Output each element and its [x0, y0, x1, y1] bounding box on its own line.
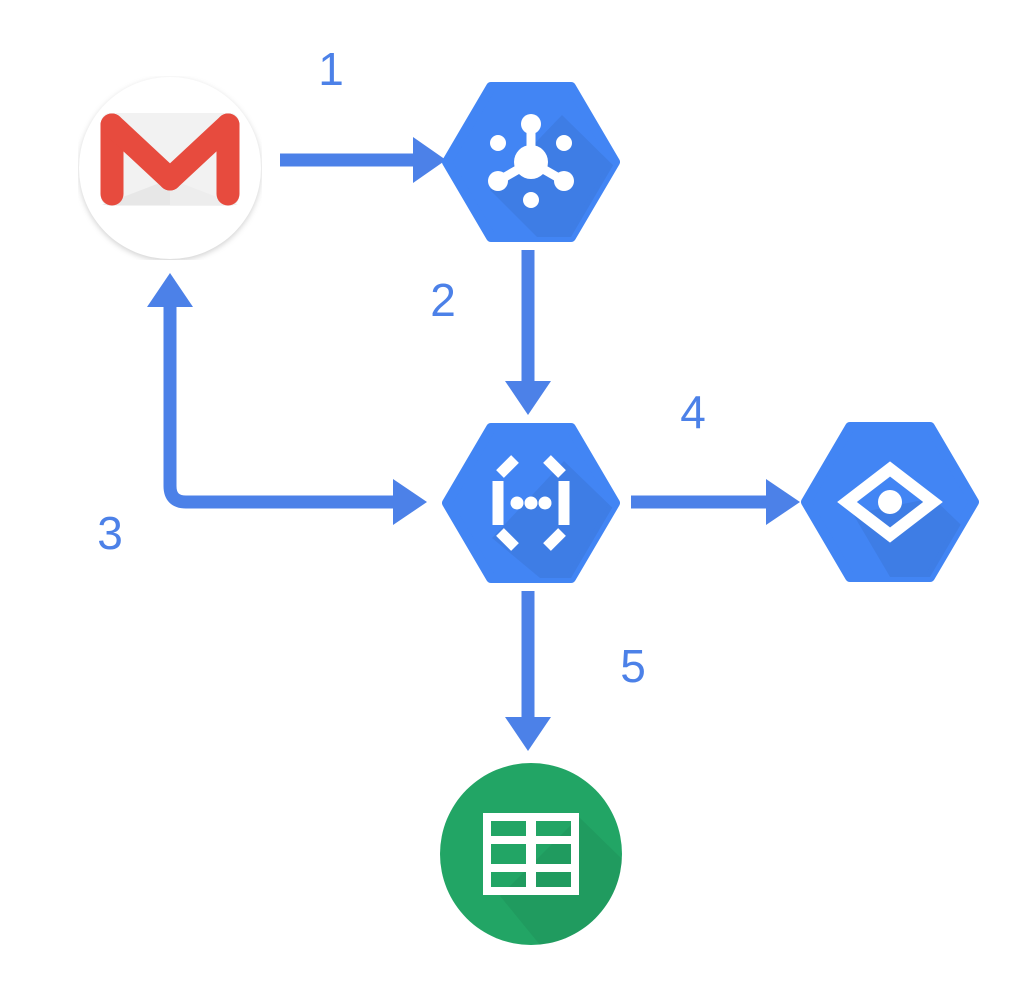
gmail-envelope-icon — [100, 113, 240, 206]
edge-step2-arrow — [505, 250, 551, 415]
edge-step3-arrow — [147, 273, 427, 525]
step-label-4: 4 — [680, 386, 706, 438]
cloud-functions-icon — [442, 423, 620, 583]
cloud-functions-brackets-glyph — [492, 455, 570, 551]
step-label-1: 1 — [318, 43, 344, 95]
pubsub-hub-glyph — [488, 114, 574, 208]
sheets-table-glyph — [483, 813, 579, 895]
vision-icon — [801, 422, 979, 582]
step-label-3: 3 — [97, 507, 123, 559]
pubsub-node — [442, 82, 620, 247]
vision-node — [801, 422, 979, 587]
edge-step4-arrow — [631, 479, 800, 525]
edge-step1-arrow — [280, 137, 446, 183]
sheets-node — [440, 763, 622, 950]
sheets-icon — [440, 763, 622, 945]
edge-step5-arrow — [505, 591, 551, 751]
step-label-5: 5 — [620, 640, 646, 692]
pubsub-icon — [442, 82, 620, 242]
gmail-icon — [79, 77, 261, 259]
gmail-node — [78, 76, 262, 265]
step-label-2: 2 — [430, 274, 456, 326]
cloud-functions-node — [442, 423, 620, 588]
vision-eye-glyph — [837, 461, 943, 543]
